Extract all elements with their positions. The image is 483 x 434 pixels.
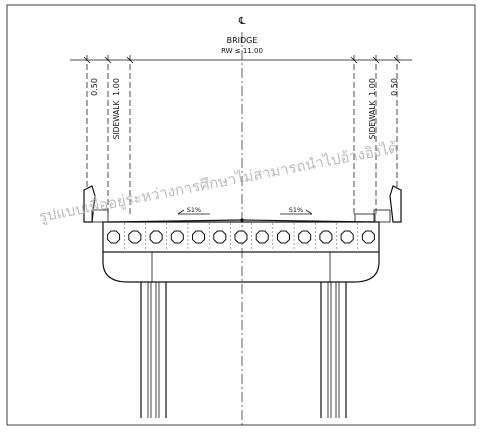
slab-void [255, 230, 269, 244]
slab-void [170, 230, 184, 244]
sidewalk-left-label: SIDEWALK [112, 100, 121, 140]
left-pile [140, 282, 167, 418]
dim-left-inner: 1.00 [112, 78, 121, 96]
slab-void [192, 230, 205, 244]
centerline-symbol: ℄ [238, 16, 246, 27]
slab-void [340, 230, 354, 244]
watermark: รูปแบบเพื่ออยู่ระหว่างการศึกษาไม่สามารถน… [37, 137, 399, 226]
slab-void [107, 230, 121, 244]
slab-void [319, 230, 333, 244]
slab-voids [107, 223, 375, 251]
svg-text:S1%: S1% [187, 206, 201, 214]
pier-cap [102, 252, 380, 283]
slab-void [213, 230, 227, 244]
slab-void [234, 230, 248, 244]
width-note: RW ≤ 11.00 [221, 47, 263, 55]
slope-left: S1% [177, 206, 210, 215]
drawing-title: BRIDGE [227, 36, 258, 45]
svg-text:S1%: S1% [289, 206, 303, 214]
right-pile [320, 282, 347, 418]
left-railing [83, 185, 109, 223]
slab-void [149, 230, 163, 244]
slab-void [128, 230, 142, 244]
hollow-core-slab [102, 221, 380, 253]
slab-void [277, 230, 290, 244]
crown-point [240, 218, 244, 222]
sidewalk-right-label: SIDEWALK [368, 100, 377, 140]
dim-right-inner: 1.00 [368, 78, 377, 96]
dim-right-outer: 0.50 [390, 78, 399, 96]
top-dimension-line [70, 56, 412, 64]
slab-void [298, 230, 312, 244]
slope-right: S1% [280, 206, 313, 215]
dim-left-outer: 0.50 [90, 78, 99, 96]
slab-void [361, 230, 375, 244]
right-railing [354, 185, 402, 223]
sheet-border [6, 4, 476, 426]
